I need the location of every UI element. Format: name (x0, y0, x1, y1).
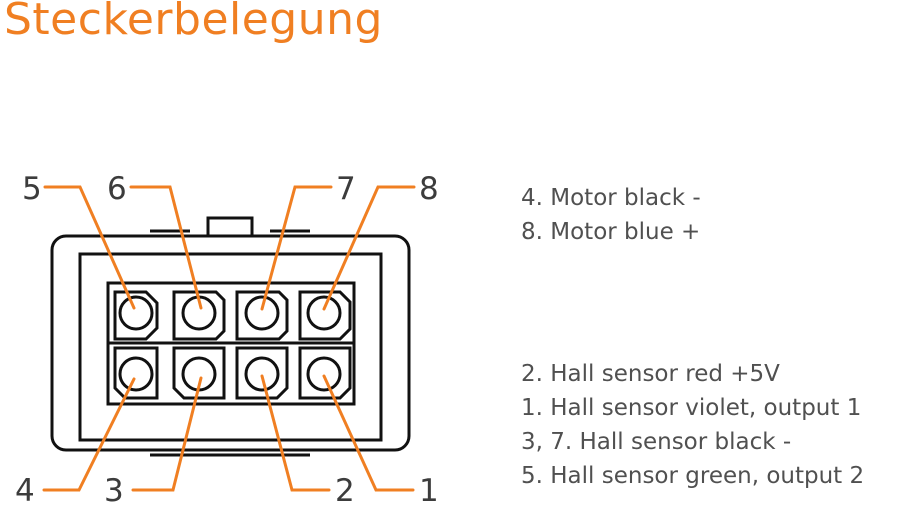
legend-line: 5. Hall sensor green, output 2 (521, 463, 865, 489)
cavity-pin-5 (113, 290, 159, 341)
connector-diagram: 5 6 7 8 4 3 2 1 (15, 171, 439, 509)
cavity-pin-7 (235, 290, 289, 341)
motor-pin-legend: 4. Motor black - 8. Motor blue + (521, 181, 701, 249)
leader-pin-5 (43, 185, 136, 310)
legend-line: 3, 7. Hall sensor black - (521, 429, 792, 455)
cavity-pin-4 (113, 346, 159, 400)
pin-label-1: 1 (419, 473, 439, 509)
pin-label-6: 6 (107, 171, 127, 207)
hall-sensor-pin-legend: 2. Hall sensor red +5V 1. Hall sensor vi… (521, 357, 864, 493)
pin-label-7: 7 (336, 171, 356, 207)
leader-pin-8 (322, 185, 416, 311)
leader-pin-7 (260, 185, 333, 311)
pin-label-5: 5 (22, 171, 42, 207)
legend-line: 1. Hall sensor violet, output 1 (521, 395, 862, 421)
cavity-pin-2 (235, 346, 289, 400)
pin-label-4: 4 (15, 473, 35, 509)
cavity-pin-8 (298, 290, 352, 341)
pin-number-labels: 5 6 7 8 4 3 2 1 (15, 171, 439, 509)
leader-pin-3 (131, 376, 203, 492)
legend-line: 2. Hall sensor red +5V (521, 361, 780, 387)
page-title: Steckerbelegung (4, 0, 383, 45)
legend-line: 4. Motor black - (521, 185, 701, 211)
leader-pin-2 (260, 374, 331, 492)
cavity-pin-3 (172, 346, 226, 400)
pin-leader-lines (42, 185, 416, 492)
leader-pin-4 (42, 377, 136, 492)
pin-label-2: 2 (335, 473, 355, 509)
cavity-pin-1 (298, 346, 352, 400)
connector-housing (50, 216, 411, 457)
pin-label-8: 8 (419, 171, 439, 207)
legend-line: 8. Motor blue + (521, 219, 701, 245)
leader-pin-1 (322, 374, 415, 492)
leader-pin-6 (129, 185, 203, 310)
pin-label-3: 3 (104, 473, 124, 509)
cavity-pin-6 (172, 290, 226, 341)
pin-cavities (113, 290, 352, 400)
